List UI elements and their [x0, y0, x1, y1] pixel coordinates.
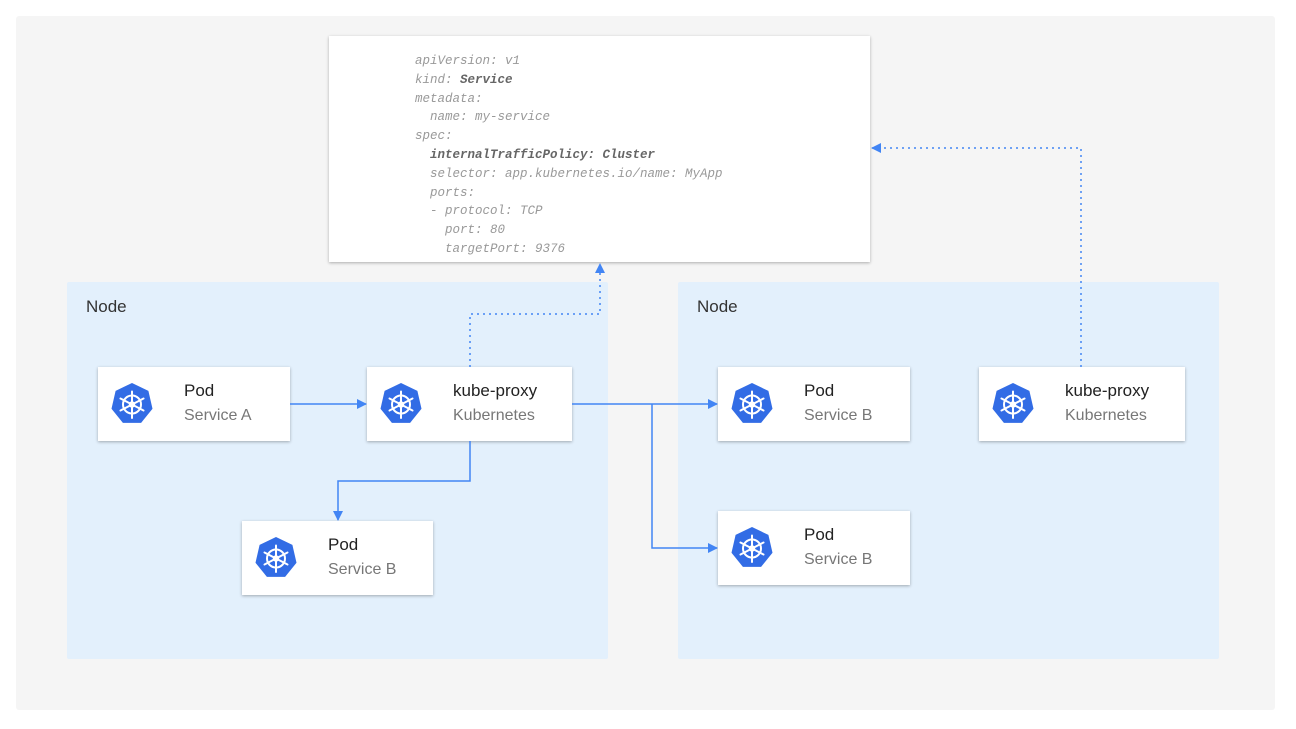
yaml-bold-text: internalTrafficPolicy: Cluster — [415, 147, 656, 162]
dotted-arrow-proxy-right-to-service — [871, 143, 1082, 367]
kubernetes-icon — [254, 536, 298, 580]
yaml-text: apiVersion: v1 — [415, 54, 521, 68]
node-label: Node — [697, 297, 738, 316]
card-title: kube-proxy — [1065, 381, 1150, 400]
arrow-proxy-to-podb-right2 — [651, 404, 718, 553]
yaml-line: selector: app.kubernetes.io/name: MyApp — [415, 165, 723, 184]
card-title: Pod — [804, 525, 835, 544]
yaml-key: kind: — [415, 72, 461, 87]
node-label: Node — [86, 297, 127, 316]
yaml-line: - protocol: TCP — [415, 202, 723, 221]
kubernetes-icon — [379, 382, 423, 426]
yaml-line: kind: Service — [415, 71, 723, 90]
card-title: Pod — [804, 381, 835, 400]
yaml-line: ports: — [415, 184, 723, 203]
kubernetes-icon — [110, 382, 154, 426]
yaml-text: metadata: — [415, 91, 483, 106]
yaml-line: port: 80 — [415, 221, 723, 240]
yaml-line: spec: — [415, 127, 723, 146]
yaml-text: ports: — [415, 185, 476, 200]
card-subtitle: Service A — [184, 407, 252, 424]
yaml-text: targetPort: 9376 — [415, 241, 566, 256]
kubernetes-icon — [991, 382, 1035, 426]
dotted-arrow-proxy-left-to-service — [469, 263, 605, 367]
yaml-text: name: my-service — [415, 110, 551, 125]
card-subtitle: Service B — [804, 407, 873, 424]
yaml-line: metadata: — [415, 90, 723, 109]
card-subtitle: Kubernetes — [1065, 407, 1147, 424]
yaml-text: spec: — [415, 129, 453, 144]
node-left: Node — [67, 282, 608, 659]
yaml-line: apiVersion: v1 — [415, 52, 723, 71]
kubernetes-icon — [730, 382, 774, 426]
yaml-line: name: my-service — [415, 108, 723, 127]
arrow-proxy-to-podb-left — [333, 441, 471, 521]
yaml-text: port: 80 — [415, 223, 506, 238]
node-right: Node — [678, 282, 1219, 659]
yaml-line: targetPort: 9376 — [415, 240, 723, 259]
card-subtitle: Service B — [804, 551, 873, 568]
card-subtitle: Service B — [328, 561, 397, 578]
card-title: kube-proxy — [453, 381, 538, 400]
yaml-text: - protocol: TCP — [415, 204, 543, 219]
card-subtitle: Kubernetes — [453, 407, 535, 424]
card-title: Pod — [328, 535, 359, 554]
kubernetes-icon — [730, 526, 774, 570]
yaml-text: selector: app.kubernetes.io/name: MyApp — [415, 166, 723, 181]
yaml-bold-text: Service — [460, 72, 513, 87]
card-title: Pod — [184, 381, 215, 400]
yaml-line: internalTrafficPolicy: Cluster — [415, 146, 723, 165]
